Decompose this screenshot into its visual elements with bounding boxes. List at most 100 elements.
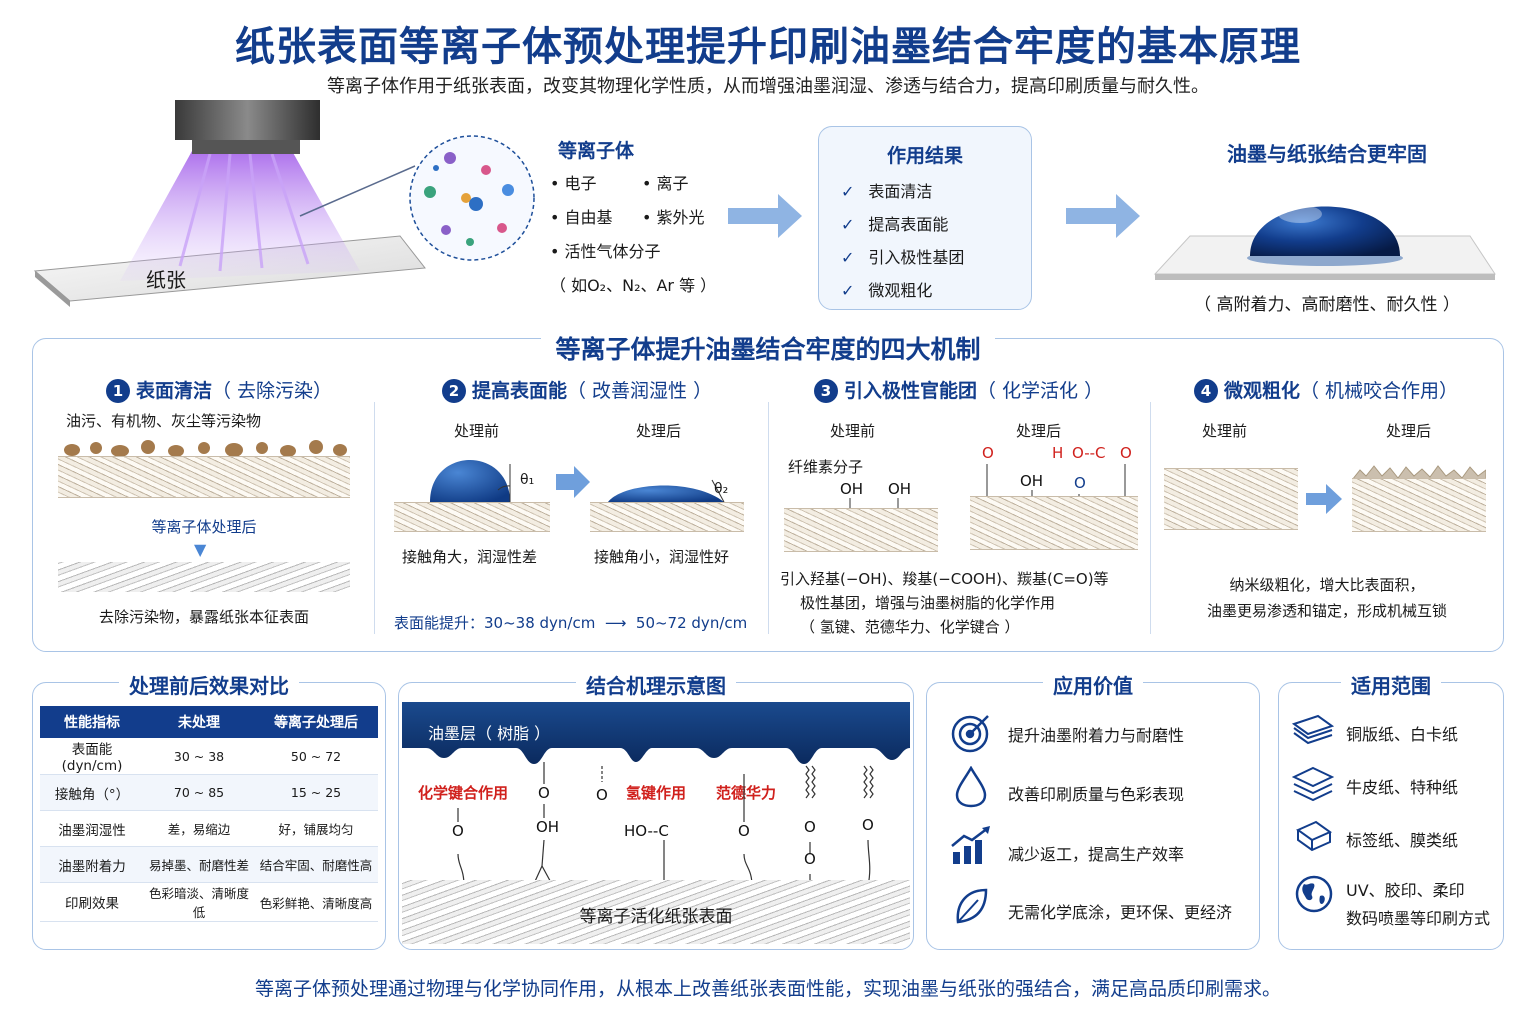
divider	[374, 402, 375, 634]
plasma-item: • 活性气体分子	[550, 242, 661, 261]
oxygen-label: O	[804, 818, 816, 836]
mechanism-4-caption: 油墨更易渗透和锚定，形成机械互锁	[1206, 602, 1447, 620]
after-label: 处理后	[1386, 422, 1432, 440]
checkmark-icon: ✓	[841, 182, 855, 201]
oxygen-label: O	[452, 822, 464, 840]
roughened-surface	[1352, 465, 1486, 480]
arrow-right-icon	[1306, 484, 1342, 514]
mechanism-3-caption: 极性基团，增强与油墨树脂的化学作用	[800, 594, 1056, 612]
paper-fiber	[394, 502, 550, 532]
value-title-wrap: 应用价值	[926, 670, 1260, 699]
paper-fiber-clean	[58, 562, 350, 592]
oxygen-label: O	[1120, 444, 1132, 462]
scope-item: 数码喷墨等印刷方式	[1346, 909, 1491, 928]
layers-icon	[1292, 766, 1334, 802]
paper-label: 纸张	[146, 268, 186, 292]
plasma-particles-circle	[409, 135, 535, 261]
table-row: 油墨附着力易掉墨、耐磨性差结合牢固、耐磨性高	[40, 846, 378, 883]
theta2-label: θ₂	[714, 481, 729, 497]
hydroxyl-label: OH	[888, 480, 912, 498]
hydroxyl-label: OH	[1020, 472, 1044, 490]
before-label: 处理前	[830, 422, 876, 440]
page-subtitle: 等离子体作用于纸张表面，改变其物理化学性质，从而增强油墨润湿、渗透与结合力，提高…	[327, 76, 1209, 97]
oxygen-label: O	[804, 850, 816, 868]
value-item: 改善印刷质量与色彩表现	[1008, 785, 1185, 804]
mechanism-4-caption: 纳米级粗化，增大比表面积，	[1229, 576, 1425, 594]
ink-layer-label: 油墨层（ 树脂 ）	[428, 724, 551, 743]
contact-angle-illustration	[430, 460, 725, 503]
theta1-label: θ₁	[520, 472, 535, 488]
surface-energy-increase: 表面能提升：30~38 dyn/cm ⟶ 50~72 dyn/cm	[394, 614, 748, 632]
result-item: ✓提高表面能	[841, 215, 949, 234]
before-caption: 接触角大，润湿性差	[402, 548, 538, 566]
paper-fiber	[784, 508, 938, 552]
final-note: （ 高附着力、高耐磨性、耐久性 ）	[1194, 295, 1460, 315]
paper-fiber-contaminated	[58, 456, 350, 498]
surface-label: 等离子活化纸张表面	[579, 907, 733, 927]
number-badge: 2	[442, 379, 466, 403]
leaf-icon	[956, 888, 988, 924]
result-item: ✓微观粗化	[841, 281, 933, 300]
chemical-bond-label: 化学键合作用	[418, 784, 509, 802]
table-header: 未处理	[144, 706, 254, 738]
droplet-icon	[955, 766, 987, 808]
after-label: 处理后	[636, 422, 682, 440]
number-badge: 1	[106, 379, 130, 403]
oxygen-label: O	[862, 816, 874, 834]
footer-summary: 等离子体预处理通过物理与化学协同作用，从根本上改善纸张表面性能，实现油墨与纸张的…	[254, 978, 1281, 1000]
functional-group-bonds	[986, 464, 1126, 500]
comparison-title-wrap: 处理前后效果对比	[32, 670, 386, 699]
mechanisms-title: 等离子体提升油墨结合牢度的四大机制	[541, 335, 995, 364]
checkmark-icon: ✓	[841, 248, 855, 267]
result-box: 作用结果 ✓表面清洁 ✓提高表面能 ✓引入极性基团 ✓微观粗化	[818, 126, 1032, 310]
divider	[1150, 402, 1151, 634]
arrow-right-icon	[1066, 194, 1140, 238]
hydrogen-bond-label: 氢键作用	[626, 784, 687, 802]
target-icon	[951, 715, 989, 753]
before-label: 处理前	[454, 422, 500, 440]
page-title: 纸张表面等离子体预处理提升印刷油墨结合牢度的基本原理	[235, 24, 1301, 70]
contaminant-particles	[64, 440, 347, 457]
table-row: 油墨润湿性差，易缩边好，铺展均匀	[40, 810, 378, 847]
after-caption: 接触角小，润湿性好	[594, 548, 730, 566]
mechanisms-title-wrap: 等离子体提升油墨结合牢度的四大机制	[0, 330, 1536, 366]
ink-drop-on-paper	[1153, 205, 1496, 280]
bonding-title-wrap: 结合机理示意图	[398, 670, 914, 699]
result-title: 作用结果	[886, 145, 963, 167]
hydroxyl-carbon-label: HO--C	[624, 822, 669, 840]
paper-fiber	[590, 502, 744, 532]
arrow-down-icon: ▼	[194, 540, 207, 559]
plasma-item: • 紫外光	[642, 208, 705, 227]
paper-stack-icon	[1292, 714, 1334, 745]
arrow-right-icon	[728, 194, 802, 238]
checkmark-icon: ✓	[841, 281, 855, 300]
scope-title: 适用范围	[1341, 674, 1441, 698]
paper-fiber-activated	[970, 496, 1138, 550]
hydrogen-label: H	[1052, 444, 1064, 462]
growth-chart-icon	[951, 826, 990, 864]
plasma-item: • 电子	[550, 174, 597, 193]
final-title: 油墨与纸张结合更牢固	[1227, 142, 1427, 166]
mechanism-3-caption: （ 氢键、范德华力、化学键合 ）	[800, 618, 1020, 636]
table-header: 性能指标	[40, 706, 144, 738]
value-item: 无需化学底涂，更环保、更经济	[1008, 903, 1233, 922]
table-row: 印刷效果色彩暗淡、清晰度低色彩鲜艳、清晰度高	[40, 882, 378, 922]
table-header: 等离子处理后	[254, 706, 378, 738]
plasma-item: • 离子	[642, 174, 689, 193]
result-item: ✓引入极性基团	[841, 248, 965, 267]
oxygen-label: O	[1074, 474, 1086, 492]
plasma-title: 等离子体	[558, 140, 635, 162]
carboxyl-label: O--C	[1072, 444, 1106, 462]
scope-box	[1278, 682, 1504, 950]
after-plasma-label: 等离子体处理后	[151, 518, 257, 536]
scope-item: UV、胶印、柔印	[1346, 881, 1465, 900]
label-sheets-icon	[1295, 820, 1333, 852]
